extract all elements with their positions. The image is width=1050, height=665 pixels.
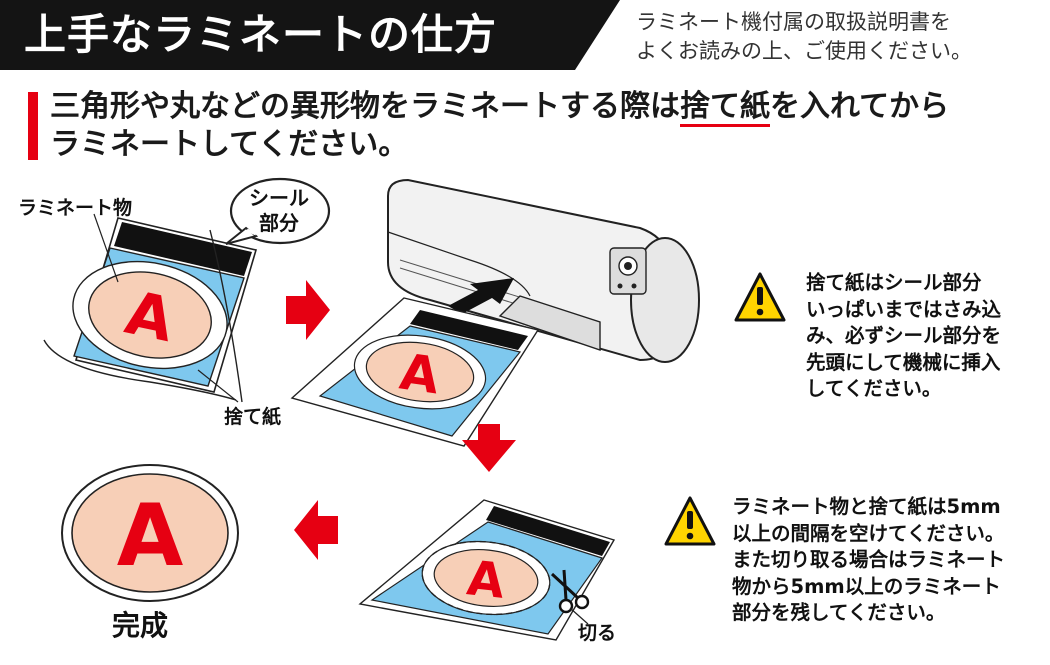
step2-pouch: A <box>290 297 540 447</box>
note-insert-waste-paper: 捨て紙はシール部分 いっぱいまではさみ込 み、必ずシール部分を 先頭にして機械に… <box>806 271 1002 400</box>
arrow-left <box>294 500 338 560</box>
finished-letter: A <box>117 486 184 586</box>
seal-bubble <box>225 177 331 245</box>
page-title: 上手なラミネートの仕方 <box>24 10 498 59</box>
seal-part-label: シール 部分 <box>249 186 309 235</box>
subheading-highlight: 捨て紙 <box>680 89 770 124</box>
finished-sticker: A <box>61 464 239 602</box>
arrow-down <box>462 424 516 472</box>
laminate-item-label: ラミネート物 <box>18 197 133 219</box>
done-label: 完成 <box>112 609 169 642</box>
waste-paper-label: 捨て紙 <box>224 406 282 428</box>
subheading: 三角形や丸などの異形物をラミネートする際は捨て紙を入れてから ラミネートしてくだ… <box>50 88 1040 164</box>
warning-icon <box>734 272 786 322</box>
warning-icon-2 <box>664 496 716 546</box>
step1-pouch: A <box>43 213 258 403</box>
step3-sheet: A <box>358 499 616 641</box>
header-note: ラミネート機付属の取扱説明書を よくお読みの上、ご使用ください。 <box>636 10 972 63</box>
scissors-icon <box>550 569 590 625</box>
feed-arrow <box>448 278 514 314</box>
cut-label: 切る <box>578 622 617 644</box>
step3-letter: A <box>464 550 507 610</box>
subheading-line2: ラミネートしてください。 <box>50 127 409 162</box>
step2-letter: A <box>397 343 444 406</box>
laminator-machine <box>387 178 700 363</box>
subheading-accent-bar <box>28 92 38 160</box>
subheading-part2: を入れてから <box>770 89 950 124</box>
header-banner <box>0 0 620 70</box>
arrow-right <box>286 280 330 340</box>
note-spacing-and-cutting: ラミネート物と捨て紙は5mm 以上の間隔を空けてください。 また切り取る場合はラ… <box>732 495 1006 624</box>
subheading-part1: 三角形や丸などの異形物をラミネートする際は <box>50 89 680 124</box>
